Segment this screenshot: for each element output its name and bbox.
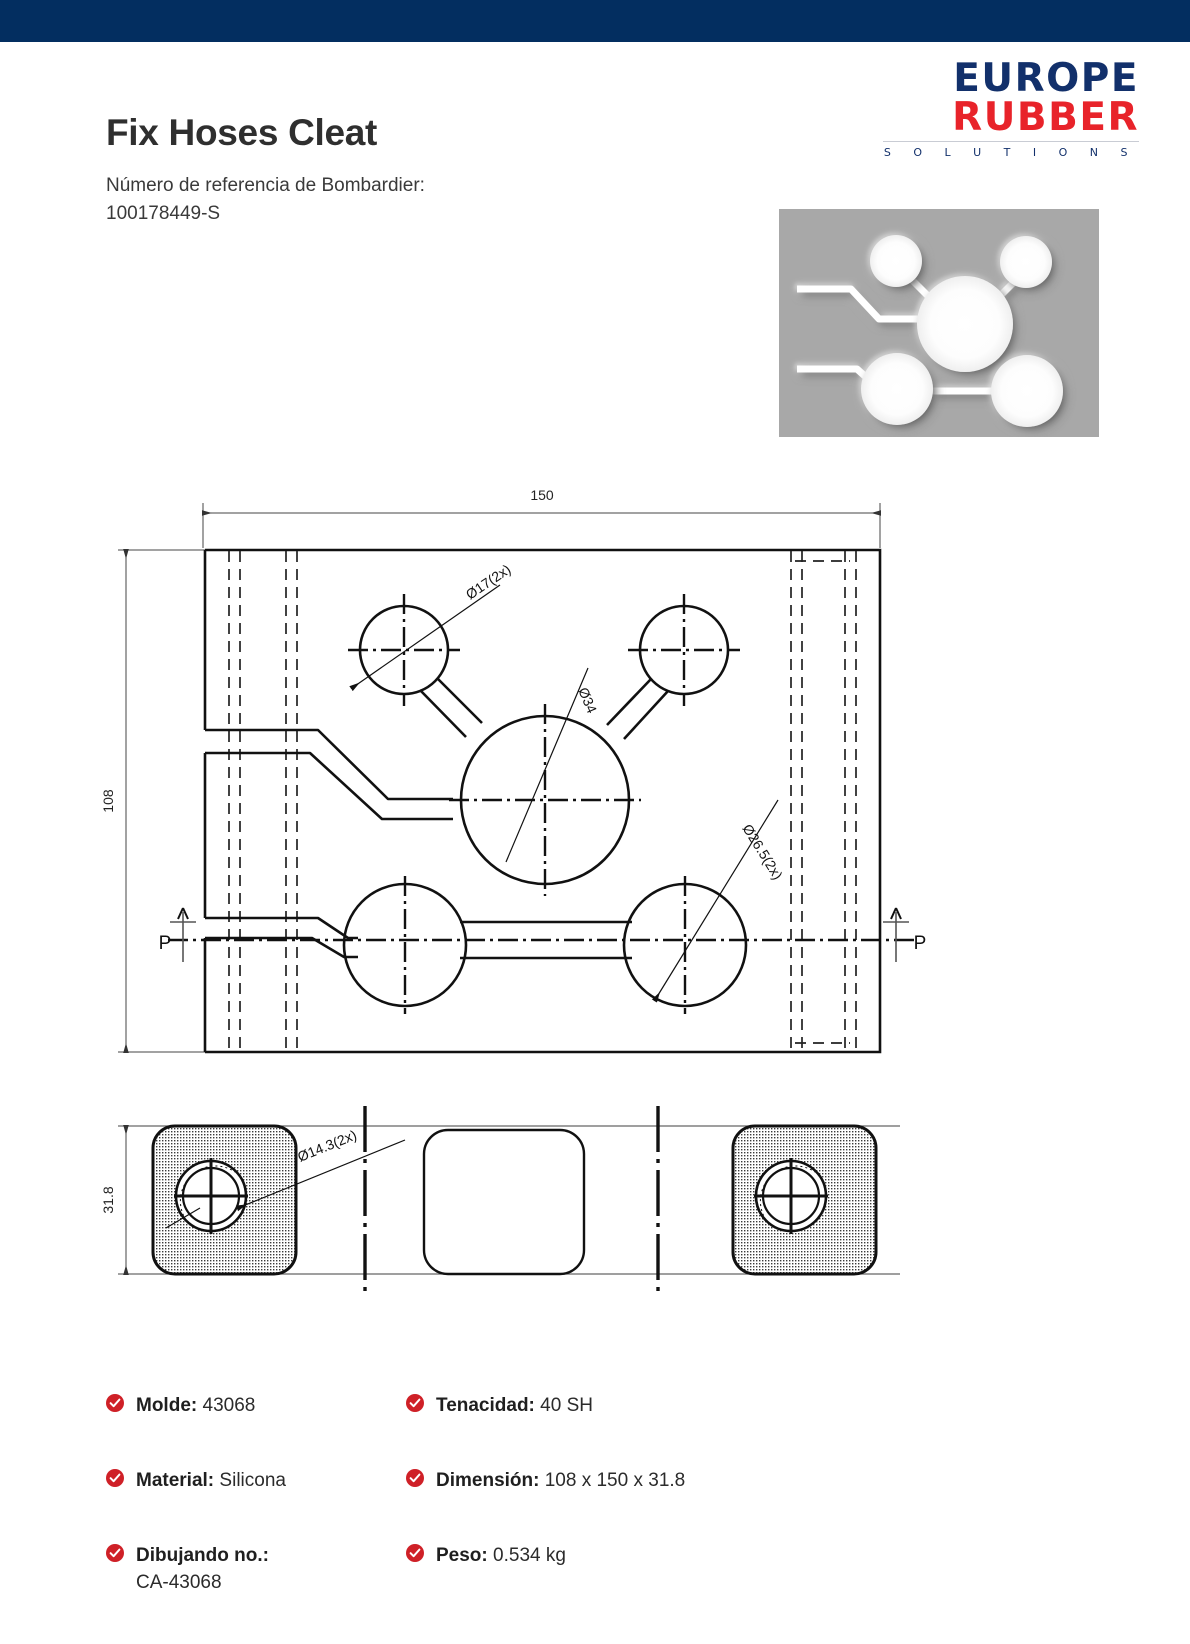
spec-label: Dimensión: — [436, 1470, 540, 1491]
check-badge-icon — [106, 1469, 124, 1487]
logo-divider — [883, 141, 1139, 142]
page-title: Fix Hoses Cleat — [106, 112, 378, 153]
spec-value: CA-43068 — [136, 1572, 222, 1593]
product-photo — [779, 209, 1099, 437]
check-badge-icon — [406, 1394, 424, 1412]
check-badge-icon — [406, 1469, 424, 1487]
spec-label: Molde: — [136, 1395, 198, 1416]
spec-label: Peso: — [436, 1545, 488, 1566]
logo-line-rubber: RUBBER — [952, 95, 1139, 140]
logo-line-europe: EUROPE — [953, 56, 1139, 101]
dim-thickness-label: 31.8 — [100, 1186, 116, 1213]
spec-value: 108 x 150 x 31.8 — [544, 1470, 686, 1491]
reference-value: 100178449-S — [106, 203, 221, 224]
section-marker-left-label: P — [159, 933, 172, 954]
technical-drawing: 150 108 — [100, 487, 927, 1296]
spec-value: 43068 — [202, 1395, 256, 1416]
spec-label: Tenacidad: — [436, 1395, 535, 1416]
spec-item-molde: Molde: 43068 — [106, 1392, 406, 1419]
section-block-middle — [422, 1128, 586, 1276]
reference-label: Número de referencia de Bombardier: — [106, 175, 425, 196]
reference-number-block: Número de referencia de Bombardier: 1001… — [106, 172, 425, 228]
check-badge-icon — [106, 1394, 124, 1412]
spec-column-left: Molde: 43068 Material: Silicona — [106, 1392, 406, 1644]
dim-height-label: 108 — [100, 789, 116, 813]
spec-value: 40 SH — [540, 1395, 593, 1416]
spec-label: Dibujando no.: — [136, 1545, 269, 1566]
logo-line-solutions: S O L U T I O N S — [883, 146, 1137, 159]
dim-width-label: 150 — [530, 487, 554, 503]
section-marker-right-label: P — [914, 933, 927, 954]
spec-item-material: Material: Silicona — [106, 1467, 406, 1494]
spec-value: 0.534 kg — [493, 1545, 566, 1566]
check-badge-icon — [106, 1544, 124, 1562]
spec-label: Material: — [136, 1470, 215, 1491]
spec-column-right: Tenacidad: 40 SH Dimensión: 108 x 150 x … — [406, 1392, 926, 1617]
spec-value: Silicona — [219, 1470, 286, 1491]
spec-item-dimension: Dimensión: 108 x 150 x 31.8 — [406, 1467, 926, 1494]
check-badge-icon — [406, 1544, 424, 1562]
callout-d17-label: Ø17(2x) — [463, 561, 514, 603]
top-banner — [0, 0, 1190, 42]
spec-item-tenacidad: Tenacidad: 40 SH — [406, 1392, 926, 1419]
company-logo: EUROPE RUBBER S O L U T I O N S — [877, 56, 1139, 159]
callout-d143-label: Ø14.3(2x) — [295, 1127, 359, 1165]
spec-item-peso: Peso: 0.534 kg — [406, 1542, 926, 1569]
callout-d34-label: Ø34 — [575, 685, 600, 716]
spec-item-dibujando-no: Dibujando no.: CA-43068 — [106, 1542, 406, 1596]
